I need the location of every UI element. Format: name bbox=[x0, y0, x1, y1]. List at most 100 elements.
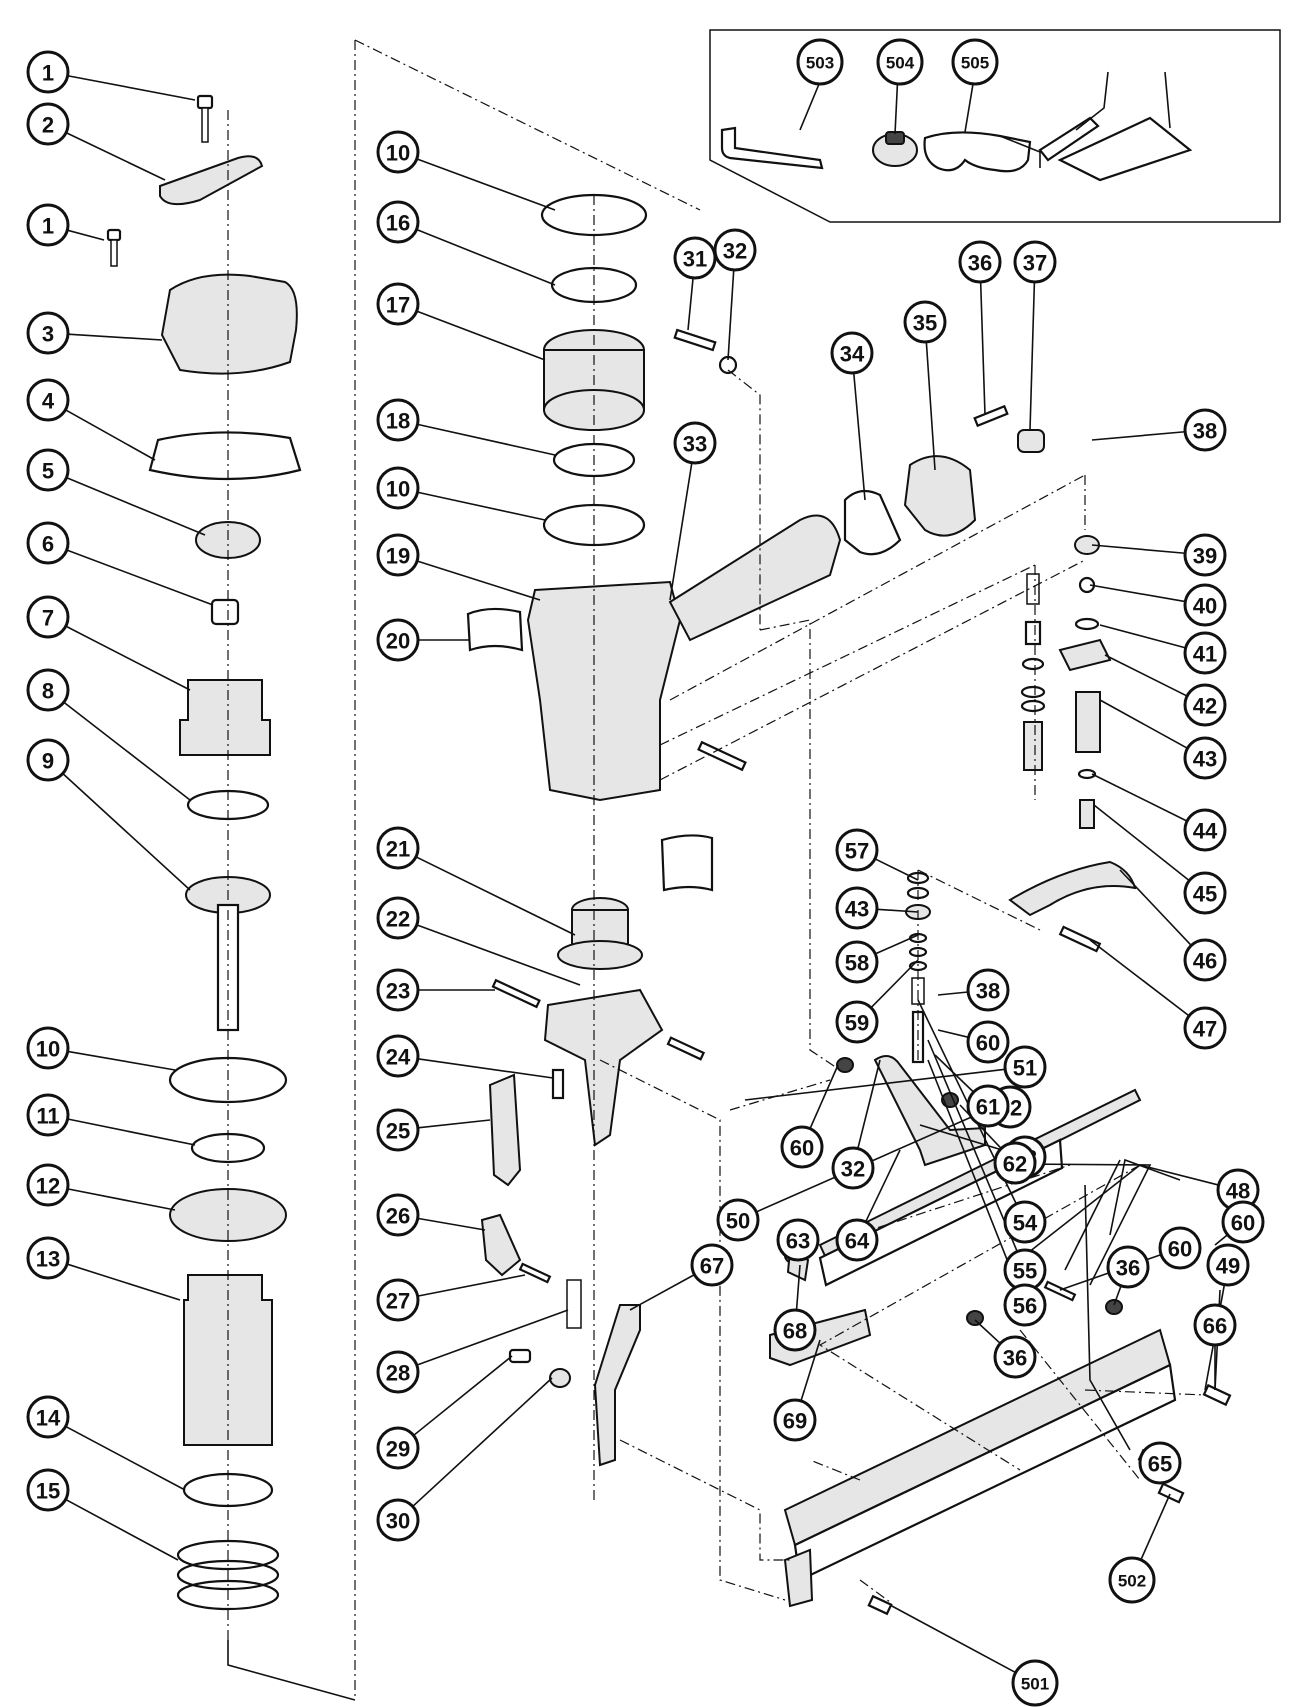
part-number-label: 51 bbox=[1013, 1056, 1037, 1081]
part-number-label: 38 bbox=[976, 979, 1000, 1004]
body-assembly bbox=[466, 193, 842, 1467]
part-number-label: 8 bbox=[42, 679, 54, 704]
guide-part bbox=[488, 1073, 522, 1187]
callout-leader-line bbox=[864, 1149, 901, 1223]
pin-part bbox=[697, 740, 747, 772]
callout-leader-line bbox=[417, 1119, 491, 1129]
part-number-callout: 38 bbox=[966, 968, 1010, 1012]
part-number-label: 36 bbox=[968, 251, 992, 276]
part-number-callout: 54 bbox=[1003, 1200, 1047, 1244]
part-number-callout: 38 bbox=[1183, 408, 1227, 452]
o-ring-part bbox=[1074, 617, 1100, 631]
part-number-callout: 31 bbox=[673, 236, 717, 280]
part-number-callout: 5 bbox=[26, 448, 70, 492]
valve-body-part bbox=[1075, 691, 1101, 753]
gasket-part bbox=[843, 489, 902, 556]
callout-leader-line bbox=[934, 1054, 975, 1093]
part-number-callout: 501 bbox=[1011, 1659, 1059, 1707]
part-number-callout: 30 bbox=[376, 1498, 420, 1542]
part-number-label: 21 bbox=[386, 837, 410, 862]
nut-part bbox=[1105, 1299, 1123, 1315]
magazine-part bbox=[783, 1328, 1177, 1608]
part-number-callout: 36 bbox=[993, 1335, 1037, 1379]
part-number-label: 63 bbox=[786, 1229, 810, 1254]
nose-cap-part bbox=[872, 131, 918, 167]
callout-circle bbox=[376, 398, 420, 442]
part-number-callout: 61 bbox=[966, 1084, 1010, 1128]
case-part bbox=[1057, 116, 1193, 182]
valve-bushing-part bbox=[1023, 721, 1043, 771]
callout-leader-line bbox=[415, 856, 576, 936]
part-number-callout: 37 bbox=[1013, 240, 1057, 284]
part-number-callout: 2 bbox=[26, 102, 70, 146]
callout-circle bbox=[26, 102, 70, 146]
part-number-callout: 503 bbox=[796, 38, 844, 86]
part-number-callout: 69 bbox=[773, 1398, 817, 1442]
part-number-label: 20 bbox=[386, 629, 410, 654]
callout-circle bbox=[876, 38, 924, 86]
callout-leader-line bbox=[416, 560, 541, 601]
callout-leader-line bbox=[870, 959, 919, 1009]
callout-circle bbox=[1183, 808, 1227, 852]
spring-part bbox=[1026, 573, 1040, 605]
callout-leader-line bbox=[67, 1118, 196, 1146]
callout-circle bbox=[1183, 938, 1227, 982]
o-ring-part bbox=[1021, 657, 1045, 671]
pin-part bbox=[666, 1036, 706, 1061]
callout-circle bbox=[26, 1468, 70, 1512]
part-number-callout: 17 bbox=[376, 282, 420, 326]
part-number-label: 66 bbox=[1203, 1314, 1227, 1339]
part-number-label: 38 bbox=[1193, 419, 1217, 444]
callout-circle bbox=[376, 1426, 420, 1470]
part-number-label: 36 bbox=[1003, 1346, 1027, 1371]
callout-leader-line bbox=[413, 1355, 513, 1437]
top-cover-part bbox=[160, 273, 298, 375]
part-number-callout: 27 bbox=[376, 1278, 420, 1322]
o-ring-part bbox=[1020, 699, 1046, 713]
cap-part bbox=[903, 455, 977, 537]
callout-leader-line bbox=[67, 333, 163, 341]
part-number-label: 43 bbox=[845, 897, 869, 922]
callout-leader-line bbox=[919, 1124, 1007, 1152]
callout-circle bbox=[773, 1398, 817, 1442]
part-number-label: 60 bbox=[790, 1136, 814, 1161]
part-number-callout: 12 bbox=[26, 1163, 70, 1207]
part-number-callout: 10 bbox=[26, 1026, 70, 1070]
part-number-callout: 20 bbox=[376, 618, 420, 662]
callout-leader-line bbox=[65, 1425, 186, 1491]
part-number-label: 49 bbox=[1216, 1254, 1240, 1279]
part-number-label: 57 bbox=[845, 839, 869, 864]
callout-circle bbox=[26, 50, 70, 94]
part-number-callout: 60 bbox=[1158, 1226, 1202, 1270]
screw-part bbox=[1157, 1482, 1185, 1504]
callout-leader-line bbox=[416, 310, 546, 361]
callout-leader-line bbox=[1099, 624, 1186, 649]
callout-leader-line bbox=[416, 924, 581, 986]
part-number-label: 37 bbox=[1023, 251, 1047, 276]
part-number-callout: 29 bbox=[376, 1426, 420, 1470]
part-number-callout: 15 bbox=[26, 1468, 70, 1512]
part-number-label: 44 bbox=[1193, 819, 1218, 844]
callout-circle bbox=[958, 240, 1002, 284]
part-number-label: 10 bbox=[386, 477, 410, 502]
callout-circle bbox=[1183, 736, 1227, 780]
callout-leader-line bbox=[874, 934, 919, 955]
callout-leader-line bbox=[1029, 281, 1036, 431]
part-number-callout: 47 bbox=[1183, 1006, 1227, 1050]
label-part bbox=[660, 834, 714, 892]
part-number-callout: 43 bbox=[835, 886, 879, 930]
part-number-callout: 19 bbox=[376, 533, 420, 577]
callout-circle bbox=[776, 1218, 820, 1262]
part-number-callout: 49 bbox=[1206, 1243, 1250, 1287]
part-number-callout: 42 bbox=[1183, 683, 1227, 727]
callout-circle bbox=[376, 282, 420, 326]
callout-circle bbox=[1221, 1200, 1265, 1244]
callout-circle bbox=[376, 1108, 420, 1152]
part-number-label: 29 bbox=[386, 1437, 410, 1462]
callout-circle bbox=[1183, 871, 1227, 915]
callout-leader-line bbox=[727, 269, 735, 361]
callout-circle bbox=[835, 886, 879, 930]
callout-leader-line bbox=[65, 1498, 179, 1561]
part-number-label: 12 bbox=[36, 1174, 60, 1199]
part-number-callout: 56 bbox=[1003, 1283, 1047, 1327]
